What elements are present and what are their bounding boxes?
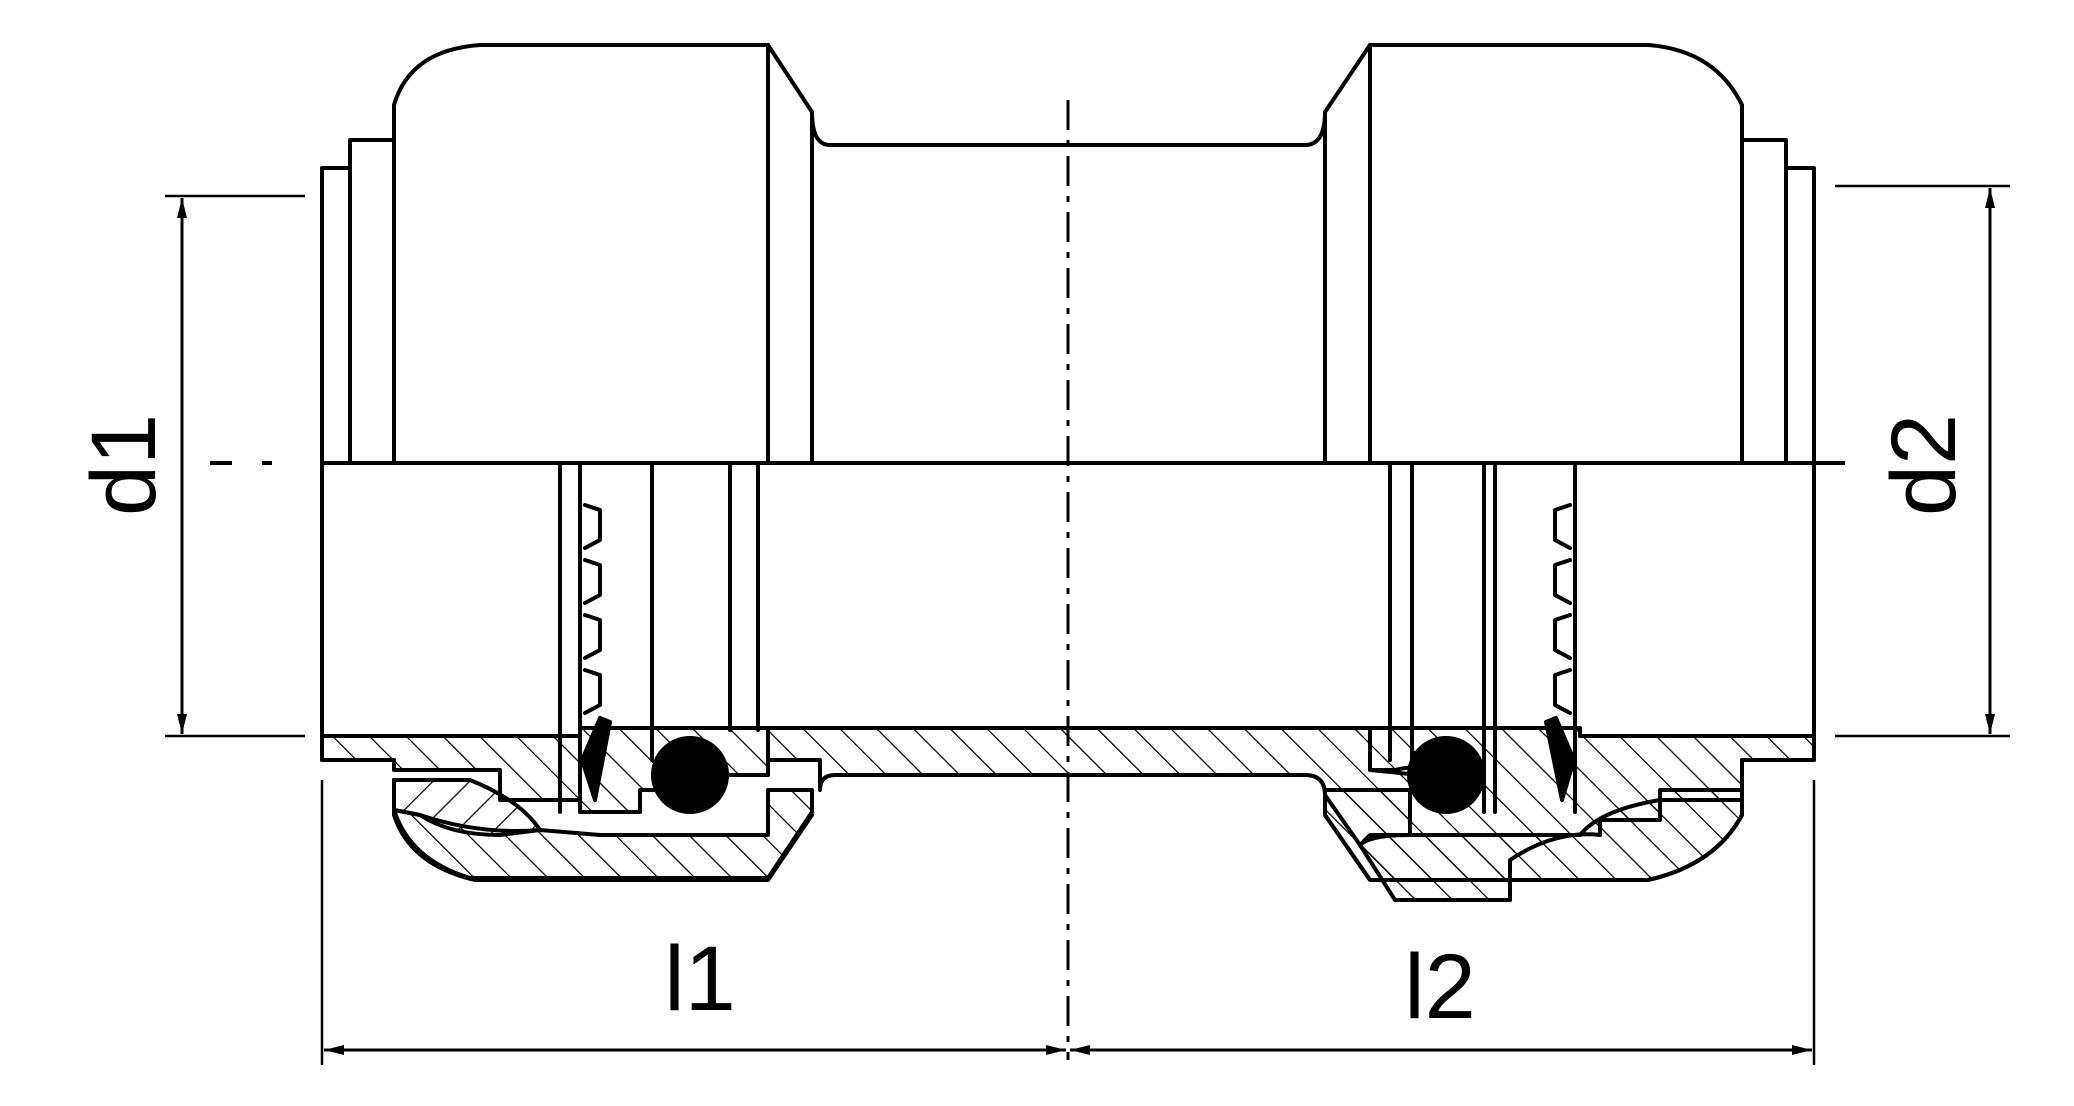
l2-label: l2: [1404, 936, 1476, 1038]
left-o-ring: [651, 736, 729, 814]
d2-label: d2: [1873, 414, 1975, 516]
d1-label: d1: [73, 414, 175, 516]
l1-label: l1: [664, 928, 736, 1030]
right-o-ring: [1407, 736, 1485, 814]
lower-section-view: [320, 461, 1816, 902]
